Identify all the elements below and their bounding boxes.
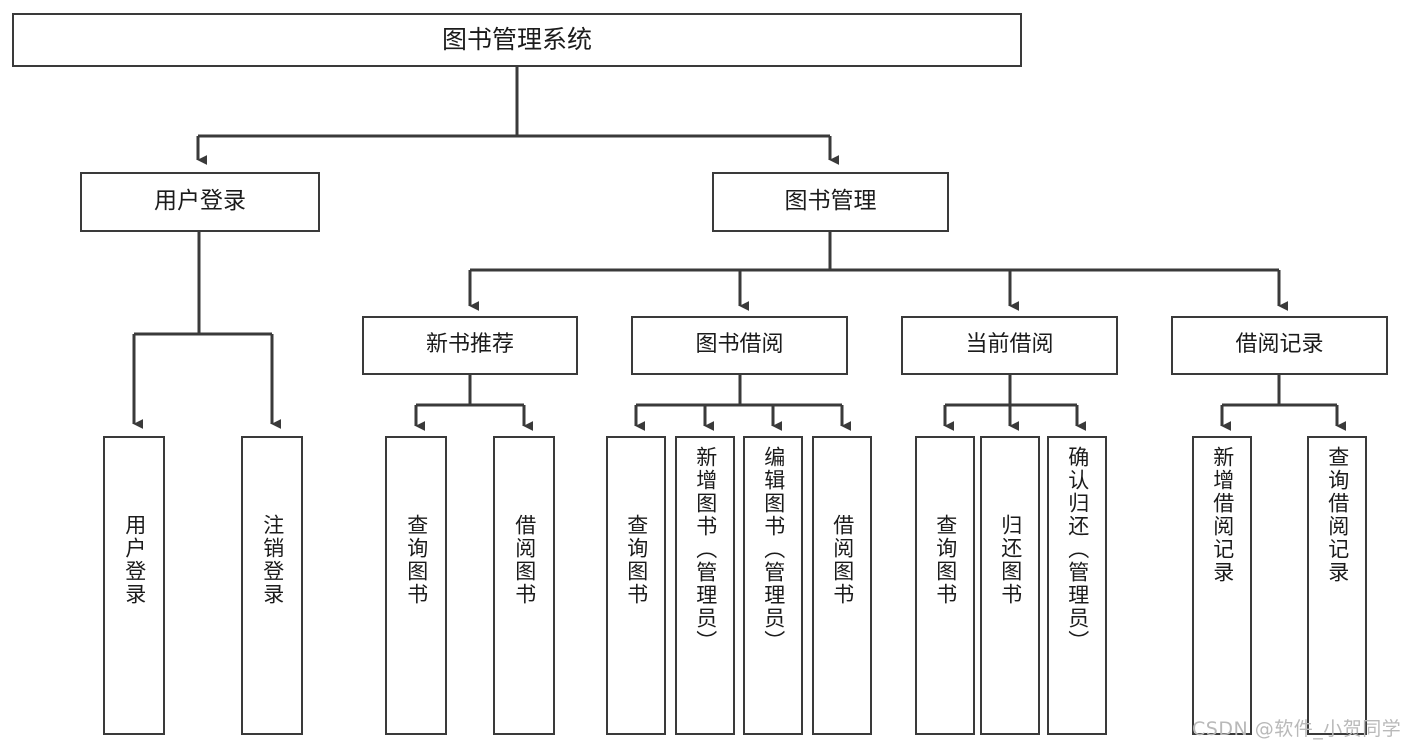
node-leaf-borrow-book-bb[interactable]: 借阅图书 xyxy=(812,436,872,735)
node-leaf-add-book[interactable]: 新增图书（管理员） xyxy=(675,436,735,735)
node-leaf-query-record[interactable]: 查询借阅记录 xyxy=(1307,436,1367,735)
node-borrow-record[interactable]: 借阅记录 xyxy=(1171,316,1388,375)
node-leaf-logout-label: 注销登录 xyxy=(260,514,285,606)
node-leaf-query-book-bb[interactable]: 查询图书 xyxy=(606,436,666,735)
node-leaf-borrow-book-bb-label: 借阅图书 xyxy=(830,514,855,606)
node-book-borrow-label: 图书借阅 xyxy=(695,332,784,358)
node-leaf-return-book[interactable]: 归还图书 xyxy=(980,436,1040,735)
node-root-label: 图书管理系统 xyxy=(441,25,592,54)
watermark-text: CSDN @软件_小贺同学 xyxy=(1192,718,1402,740)
node-leaf-query-book-cb-label: 查询图书 xyxy=(933,514,958,606)
node-root[interactable]: 图书管理系统 xyxy=(12,13,1022,67)
node-leaf-borrow-book-nb[interactable]: 借阅图书 xyxy=(493,436,555,735)
node-leaf-edit-book-label: 编辑图书（管理员） xyxy=(761,446,786,653)
node-leaf-confirm-return-label: 确认归还（管理员） xyxy=(1065,446,1090,653)
node-leaf-confirm-return[interactable]: 确认归还（管理员） xyxy=(1047,436,1107,735)
node-current-borrow-label: 当前借阅 xyxy=(965,332,1054,358)
node-new-book-recommend-label: 新书推荐 xyxy=(425,332,514,358)
node-leaf-return-book-label: 归还图书 xyxy=(998,514,1023,606)
node-book-borrow[interactable]: 图书借阅 xyxy=(631,316,848,375)
node-leaf-query-book-nb-label: 查询图书 xyxy=(404,514,429,606)
node-leaf-query-book-nb[interactable]: 查询图书 xyxy=(385,436,447,735)
node-leaf-query-book-bb-label: 查询图书 xyxy=(624,514,649,606)
node-borrow-record-label: 借阅记录 xyxy=(1235,332,1324,358)
node-leaf-query-book-cb[interactable]: 查询图书 xyxy=(915,436,975,735)
node-leaf-user-login-label: 用户登录 xyxy=(122,514,147,606)
node-leaf-logout[interactable]: 注销登录 xyxy=(241,436,303,735)
node-book-manage-label: 图书管理 xyxy=(784,188,877,215)
node-leaf-add-book-label: 新增图书（管理员） xyxy=(693,446,718,653)
node-leaf-add-record-label: 新增借阅记录 xyxy=(1210,446,1235,584)
node-current-borrow[interactable]: 当前借阅 xyxy=(901,316,1118,375)
node-book-manage[interactable]: 图书管理 xyxy=(712,172,949,232)
node-user-login-label: 用户登录 xyxy=(154,188,246,215)
node-leaf-borrow-book-nb-label: 借阅图书 xyxy=(512,514,537,606)
node-leaf-user-login[interactable]: 用户登录 xyxy=(103,436,165,735)
node-leaf-query-record-label: 查询借阅记录 xyxy=(1325,446,1350,584)
node-new-book-recommend[interactable]: 新书推荐 xyxy=(362,316,578,375)
node-leaf-edit-book[interactable]: 编辑图书（管理员） xyxy=(743,436,803,735)
node-user-login[interactable]: 用户登录 xyxy=(80,172,320,232)
node-leaf-add-record[interactable]: 新增借阅记录 xyxy=(1192,436,1252,735)
